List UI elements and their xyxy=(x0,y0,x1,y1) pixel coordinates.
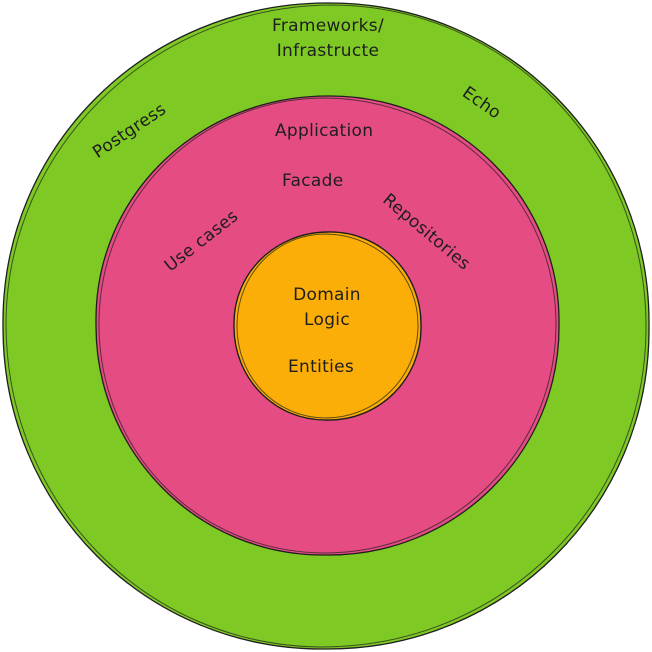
outer-ring-title: Frameworks/ Infrastructe xyxy=(248,14,408,64)
core-circle-sketch-stroke xyxy=(236,233,419,419)
outer-ring-title-line2: Infrastructe xyxy=(276,41,380,61)
outer-ring-sketch-stroke xyxy=(5,4,647,648)
core-item-entities: Entities xyxy=(288,357,355,377)
core-title-line2: Logic xyxy=(304,310,350,330)
middle-ring-title: Application xyxy=(275,121,374,141)
core-title-line1: Domain xyxy=(293,285,361,305)
core-circle xyxy=(233,231,422,421)
core-title: Domain Logic xyxy=(264,283,390,333)
middle-ring-sketch-stroke xyxy=(98,97,557,554)
middle-item-facade: Facade xyxy=(282,171,344,191)
outer-ring-title-line1: Frameworks/ xyxy=(272,16,384,36)
